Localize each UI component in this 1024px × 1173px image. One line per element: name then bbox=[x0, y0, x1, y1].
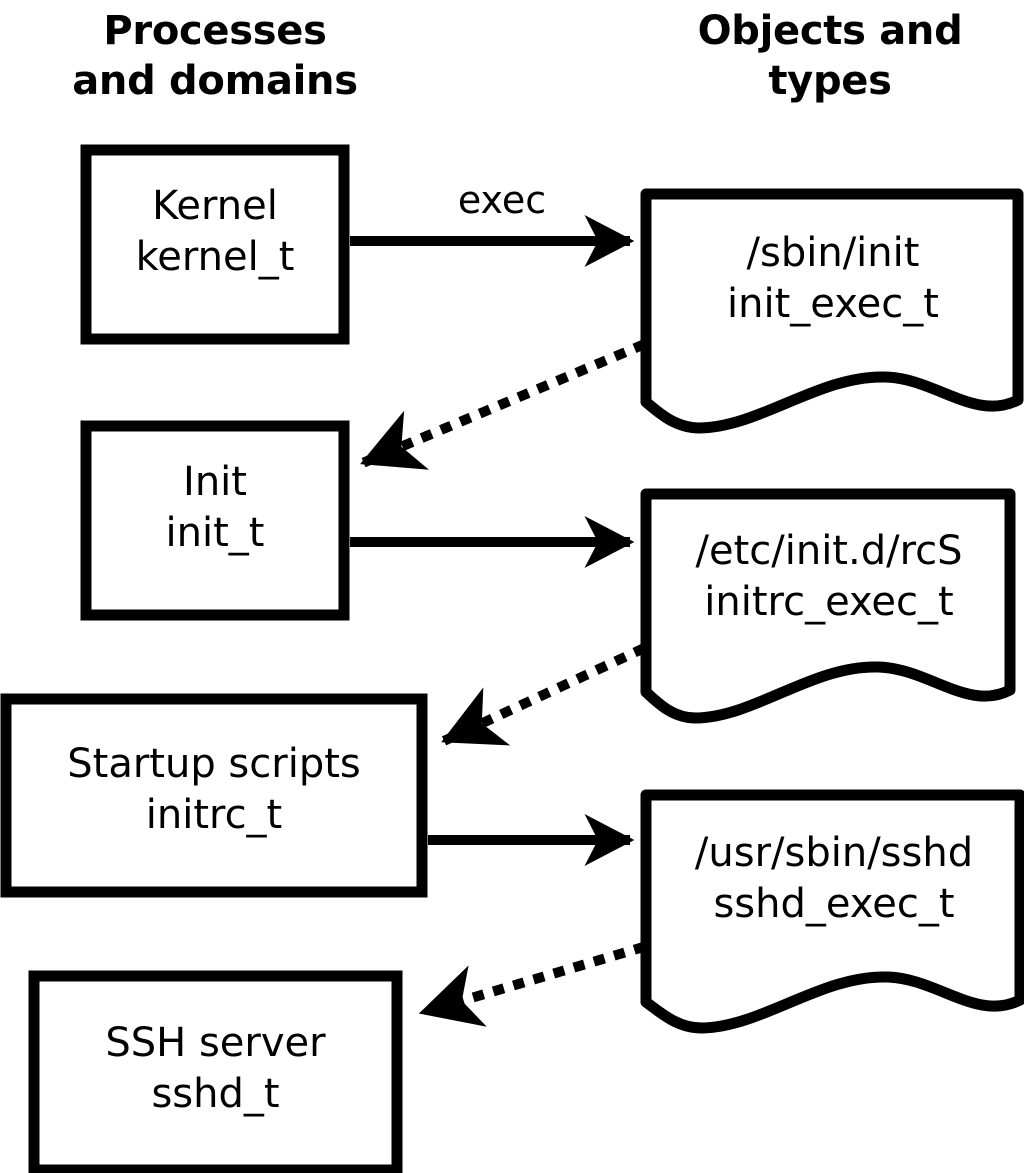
column-header-processes: Processes and domains bbox=[72, 8, 358, 104]
node-initrc-exec-shape[interactable] bbox=[640, 488, 1016, 724]
node-sshd-shape[interactable] bbox=[28, 970, 403, 1173]
edge-init-exec-to-init bbox=[358, 339, 647, 470]
edge-sshd-exec-to-sshd bbox=[417, 941, 647, 1027]
edge-label-exec: exec bbox=[457, 178, 547, 222]
node-sshd-exec-shape[interactable] bbox=[640, 789, 1024, 1034]
node-init-shape[interactable] bbox=[80, 420, 350, 621]
edge-initrc-exec-to-initrc bbox=[439, 643, 647, 747]
column-header-objects: Objects and types bbox=[697, 8, 963, 104]
node-initrc-shape[interactable] bbox=[0, 693, 428, 898]
node-init-exec-shape[interactable] bbox=[640, 188, 1024, 434]
node-kernel-shape[interactable] bbox=[80, 144, 350, 345]
